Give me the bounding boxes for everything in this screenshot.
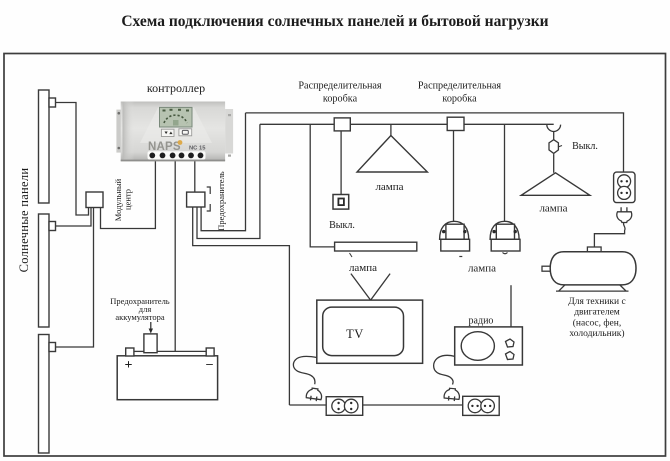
svg-text:Предохранитель: Предохранитель xyxy=(216,171,226,231)
svg-text:Распределительная: Распределительная xyxy=(298,81,382,92)
svg-text:коробка: коробка xyxy=(442,94,477,105)
svg-text:(насос, фен,: (насос, фен, xyxy=(573,317,621,328)
svg-text:NC 15: NC 15 xyxy=(189,146,206,152)
svg-text:TV: TV xyxy=(346,327,364,341)
svg-text:радио: радио xyxy=(469,316,494,327)
svg-text:контроллер: контроллер xyxy=(147,81,205,95)
svg-text:для: для xyxy=(139,304,152,314)
svg-text:Выкл.: Выкл. xyxy=(572,141,598,152)
svg-text:двигателем: двигателем xyxy=(574,308,620,318)
svg-text:Предохранитель: Предохранитель xyxy=(110,296,170,306)
svg-text:Модульный: Модульный xyxy=(113,178,123,221)
svg-text:+: + xyxy=(125,358,133,373)
svg-text:Схема подключения солнечных па: Схема подключения солнечных панелей и бы… xyxy=(121,13,548,30)
svg-text:лампа: лампа xyxy=(539,203,567,215)
svg-text:NAPS: NAPS xyxy=(148,141,181,153)
svg-text:лампа: лампа xyxy=(375,181,403,193)
svg-text:холодильник): холодильник) xyxy=(569,328,624,339)
svg-text:Для техники с: Для техники с xyxy=(568,297,625,307)
svg-text:центр: центр xyxy=(122,189,132,210)
svg-text:лампа: лампа xyxy=(468,263,496,275)
svg-text:Выкл.: Выкл. xyxy=(329,220,355,231)
svg-text:Распределительная: Распределительная xyxy=(418,81,502,92)
svg-text:Солнечные панели: Солнечные панели xyxy=(17,168,31,273)
svg-text:коробка: коробка xyxy=(323,94,358,105)
svg-text:аккумулятора: аккумулятора xyxy=(115,312,165,322)
svg-text:–: – xyxy=(205,356,213,371)
svg-text:лампа: лампа xyxy=(349,262,377,274)
